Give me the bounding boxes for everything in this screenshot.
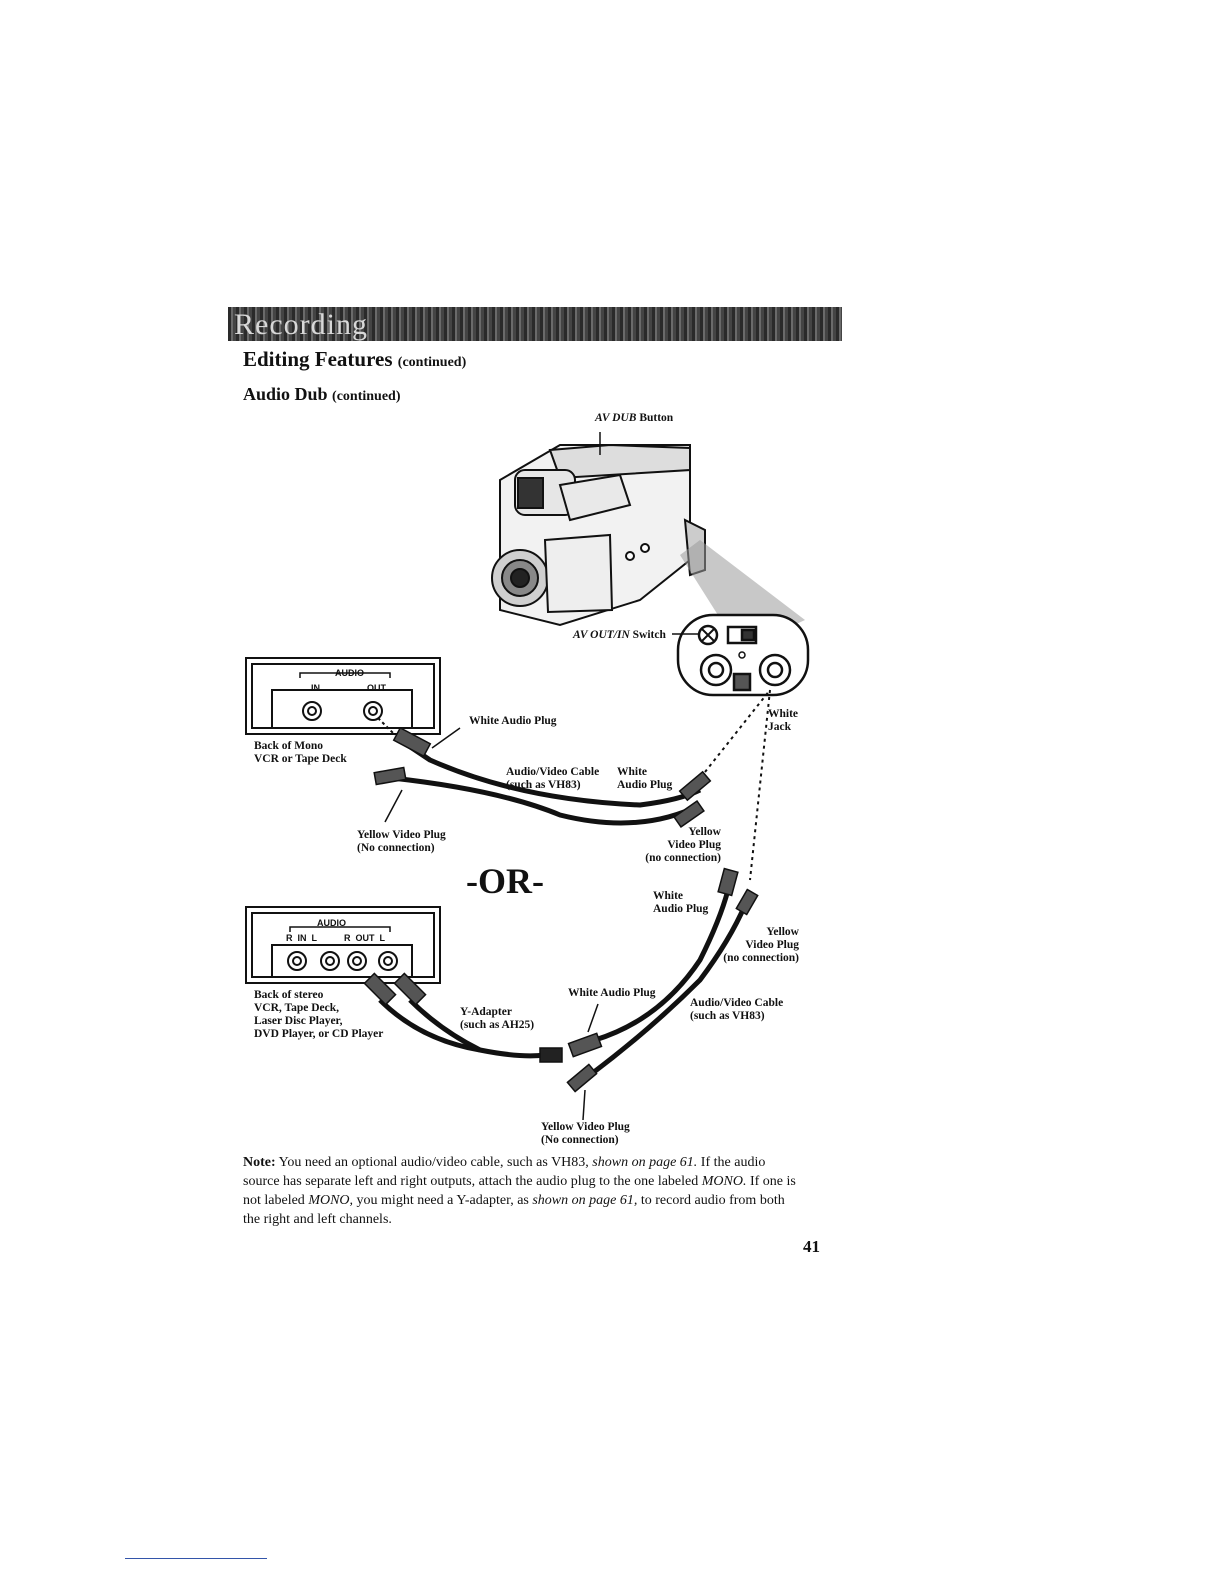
note-link-page-61-b: shown on page 61, <box>532 1193 638 1208</box>
label-back-of-mono: Back of Mono VCR or Tape Deck <box>254 740 347 765</box>
label-mono-audio: AUDIO <box>335 668 364 678</box>
label-back-of-stereo: Back of stereo VCR, Tape Deck, Laser Dis… <box>254 989 384 1040</box>
label-stereo-in: R IN L <box>286 933 317 943</box>
label-av-cable-top: Audio/Video Cable (such as VH83) <box>506 766 600 791</box>
heading-qualifier: (continued) <box>397 355 467 370</box>
label-yellow-video-plug-bottom: Yellow Video Plug (No connection) <box>541 1121 630 1146</box>
label-av-cable-lower: Audio/Video Cable (such as VH83) <box>690 997 784 1022</box>
note-text-3: If one is not labeled <box>243 1174 796 1208</box>
note-text-5: to record audio from both the right and … <box>243 1193 785 1227</box>
banner-text: Recording <box>234 308 368 341</box>
label-white-audio-plug-lower: White Audio Plug <box>653 890 709 915</box>
note-paragraph: Note: You need an optional audio/video c… <box>243 1153 803 1229</box>
label-y-adapter: Y-Adapter (such as AH25) <box>460 1006 535 1031</box>
mono-vcr-box <box>245 657 441 735</box>
note-text-4: you might need a Y-adapter, as <box>353 1193 533 1208</box>
heading-title: Editing Features <box>243 347 393 371</box>
label-stereo-out: R OUT L <box>344 933 385 943</box>
label-white-jack: White Jack <box>768 708 799 733</box>
label-white-audio-plug-top: White Audio Plug <box>469 715 557 727</box>
label-yellow-video-plug-left: Yellow Video Plug (No connection) <box>357 829 446 854</box>
bottom-rule <box>125 1558 267 1559</box>
label-yellow-video-plug-lower-right: Yellow Video Plug (no connection) <box>723 926 799 964</box>
jack-panel <box>672 613 810 697</box>
section-banner: Recording <box>228 307 842 341</box>
page-subheading: Audio Dub (continued) <box>243 384 401 405</box>
camcorder-illustration <box>491 432 706 627</box>
subheading-qualifier: (continued) <box>332 389 401 404</box>
page-heading: Editing Features (continued) <box>243 347 466 372</box>
label-white-audio-plug-mid: White Audio Plug <box>568 987 656 999</box>
label-mono-out: OUT <box>367 683 386 693</box>
label-av-dub-button: AV DUB Button <box>595 412 674 424</box>
subheading-title: Audio Dub <box>243 384 328 404</box>
note-mono-a: MONO. <box>701 1174 747 1189</box>
label-mono-in: IN <box>311 683 320 693</box>
top-cable <box>373 689 771 881</box>
note-text-2: If the audio source has separate left an… <box>243 1155 766 1189</box>
label-white-audio-plug-right: White Audio Plug <box>617 766 673 791</box>
note-mono-b: MONO, <box>308 1193 354 1208</box>
label-yellow-video-plug-right: Yellow Video Plug (no connection) <box>645 826 721 864</box>
or-divider: -OR- <box>466 861 544 901</box>
note-text-1: You need an optional audio/video cable, … <box>275 1155 593 1170</box>
note-label: Note: <box>243 1155 276 1170</box>
note-link-page-61-a: shown on page 61. <box>592 1155 698 1170</box>
label-av-out-in-switch: AV OUT/IN Switch <box>573 629 666 641</box>
page-number: 41 <box>803 1237 820 1256</box>
stereo-vcr-box <box>245 906 441 984</box>
lower-cable <box>363 867 759 1121</box>
label-stereo-audio: AUDIO <box>317 918 346 928</box>
